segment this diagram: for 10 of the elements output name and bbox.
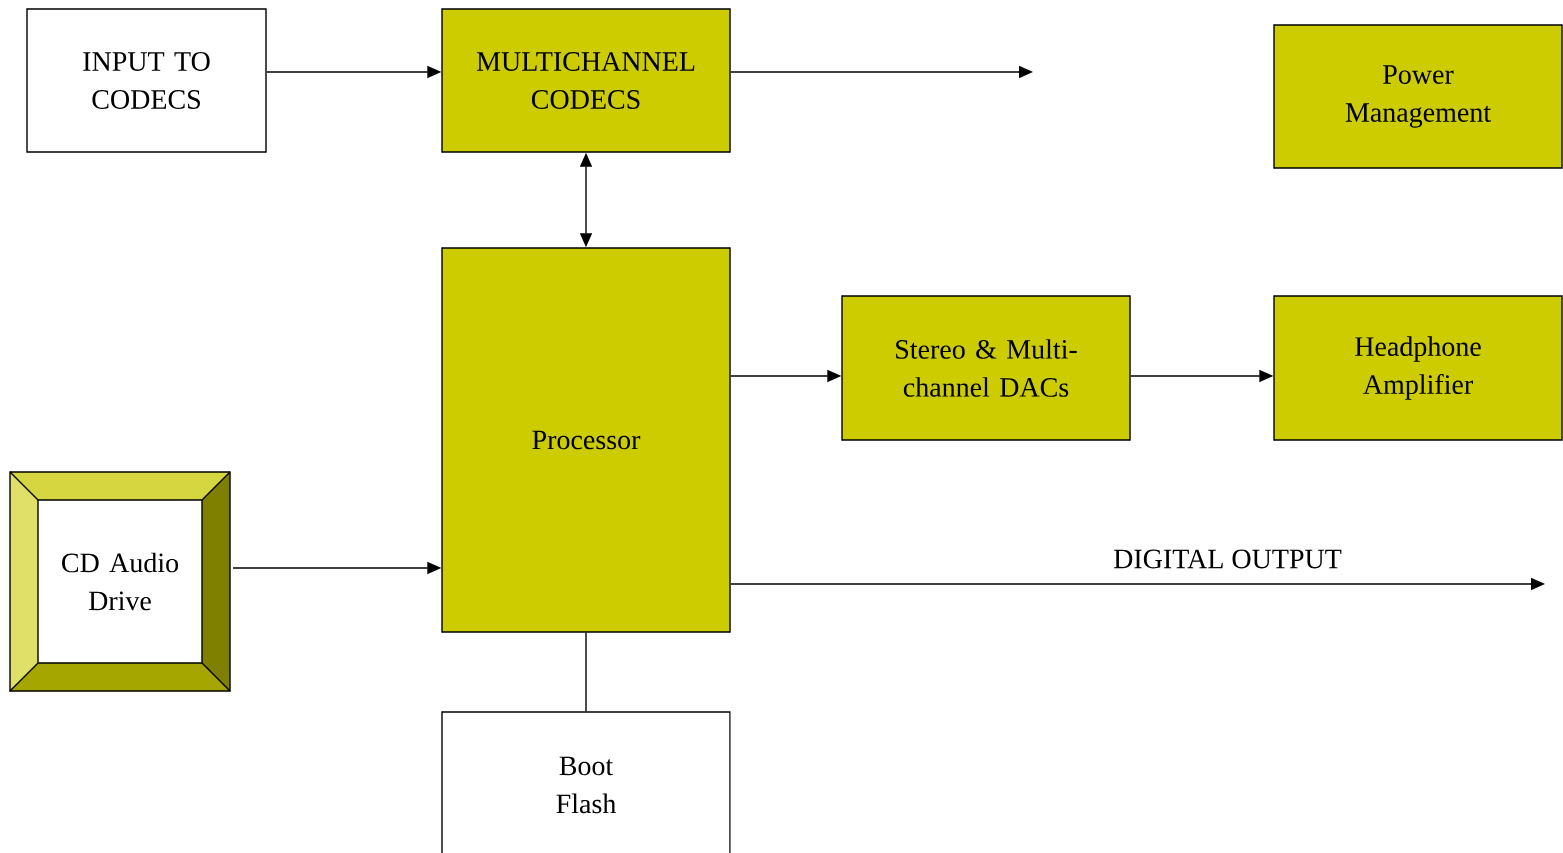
connector-line (585, 632, 587, 712)
flash-box: Boot Flash (441, 711, 731, 853)
codec-box: MULTICHANNEL CODECS (441, 8, 731, 153)
dac-box: Stereo & Multi-channel DACs (841, 295, 1131, 441)
cd-drive-box: CD Audio Drive (9, 471, 231, 692)
edge-label: DIGITAL OUTPUT (1111, 547, 1344, 571)
amplifier-box: Headphone Amplifier (1273, 295, 1563, 441)
processor-box: Processor (441, 247, 731, 633)
power-box: Power Management (1273, 24, 1563, 169)
input-box: INPUT TO CODECS (26, 8, 267, 153)
